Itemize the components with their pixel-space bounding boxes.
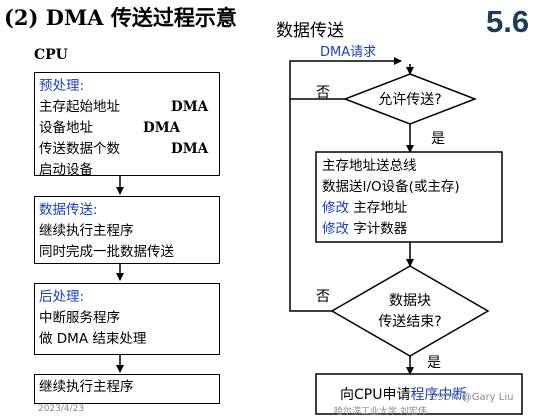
preprocess-line: 启动设备	[39, 160, 219, 181]
process-line: 数据送I/O设备(或主存)	[322, 179, 460, 195]
preprocess-text: 传送数据个数	[39, 141, 120, 157]
no-label-2: 否	[316, 289, 330, 305]
transfer-heading: 数据传送:	[39, 202, 98, 218]
modify-word: 修改	[322, 221, 349, 237]
flowchart-title: 数据传送	[276, 21, 344, 41]
yes-label-1: 是	[431, 131, 445, 147]
cpu-label: CPU	[34, 47, 68, 63]
decision-permit-text: 允许传送?	[378, 92, 442, 108]
continue-box: 继续执行主程序	[34, 374, 220, 404]
preprocess-text: 设备地址	[39, 120, 93, 136]
interrupt-box-shape	[315, 373, 523, 415]
postprocess-line: 中断服务程序	[39, 310, 120, 326]
transfer-line: 同时完成一批数据传送	[39, 244, 174, 260]
postprocess-line: 做 DMA 结束处理	[39, 331, 147, 347]
process-target: 字计数器	[353, 221, 408, 237]
no-label-1: 否	[316, 85, 330, 101]
process-box-text: 主存地址送总线 数据送I/O设备(或主存) 修改 主存地址 修改 字计数器	[322, 156, 460, 240]
footer-author: 哈尔滨工业大学 刘宏伟	[334, 407, 427, 417]
process-line: 修改 主存地址	[322, 198, 460, 219]
dma-target: DMA	[171, 141, 209, 157]
interrupt-prefix: 向CPU申请	[340, 387, 411, 403]
section-number: 5.6	[486, 4, 530, 39]
no-loop-1	[289, 57, 402, 100]
dma-request-label: DMA请求	[320, 45, 377, 60]
footer-watermark: CSDN @Gary Liu	[430, 392, 514, 403]
yes-label-2: 是	[427, 355, 441, 371]
postprocess-heading: 后处理:	[39, 289, 85, 305]
process-box-shape	[315, 151, 503, 243]
preprocess-line: 传送数据个数 DMA	[39, 139, 219, 160]
preprocess-line: 设备地址 DMA	[39, 118, 219, 139]
decision-end-line1: 数据块	[389, 293, 431, 309]
postprocess-box: 后处理: 中断服务程序 做 DMA 结束处理	[34, 283, 220, 355]
process-line: 修改 字计数器	[322, 219, 460, 240]
footer-date: 2023/4/23	[38, 404, 85, 414]
no-loop-2	[289, 99, 332, 312]
dma-target: DMA	[143, 120, 181, 136]
preprocess-text: 启动设备	[39, 162, 93, 178]
transfer-box: 数据传送: 继续执行主程序 同时完成一批数据传送	[34, 196, 220, 264]
continue-text: 继续执行主程序	[39, 379, 134, 395]
preprocess-heading: 预处理:	[39, 78, 85, 94]
transfer-line: 继续执行主程序	[39, 223, 134, 239]
page-title: (2) DMA 传送过程示意	[4, 5, 237, 30]
preprocess-line: 主存起始地址 DMA	[39, 97, 219, 118]
dma-target: DMA	[171, 99, 209, 115]
process-line: 主存地址送总线	[322, 158, 417, 174]
interrupt-text: 向CPU申请程序中断	[340, 384, 466, 404]
modify-word: 修改	[322, 200, 349, 216]
process-target: 主存地址	[353, 200, 408, 216]
preprocess-box: 预处理: 主存起始地址 DMA 设备地址 DMA 传送数据个数 DMA 启动设备	[34, 72, 220, 178]
interrupt-highlight: 程序中断	[410, 387, 467, 403]
decision-end-line2: 传送结束?	[378, 314, 442, 330]
preprocess-text: 主存起始地址	[39, 99, 120, 115]
